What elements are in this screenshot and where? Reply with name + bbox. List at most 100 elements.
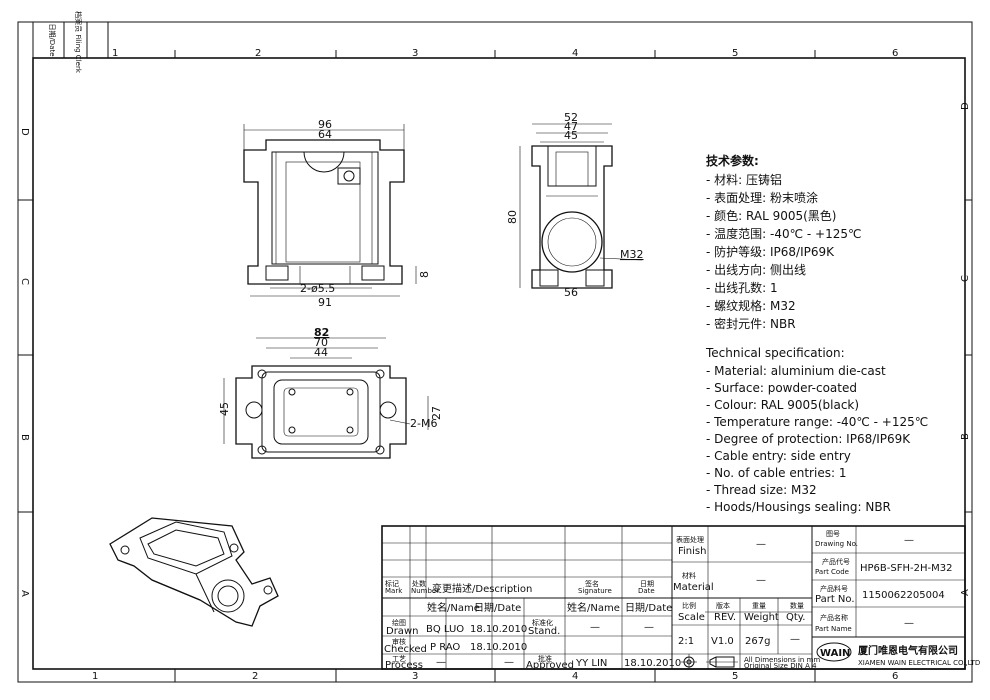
tb-part-no-cn: 产品料号 — [820, 584, 848, 593]
spec-en-line: - Hoods/Housings sealing: NBR — [706, 500, 891, 514]
tb-approved-cn: 批准 — [538, 654, 552, 663]
zone-top-3: 3 — [412, 48, 418, 59]
tb-scale-cn: 比例 — [682, 601, 696, 610]
tb-part-name-cn: 产品名称 — [820, 613, 848, 622]
tb-finish-en: Finish — [678, 546, 706, 557]
zone-left-d: D — [19, 128, 30, 136]
tb-checked-name: P RAO — [430, 642, 460, 653]
corner-filing: 档案员 Filing Clerk — [74, 11, 83, 74]
tb-qty-cn: 数量 — [790, 601, 804, 610]
tb-scale-en: Scale — [678, 612, 705, 623]
dim-front-64: 64 — [318, 128, 332, 141]
tb-name-col: 姓名/Name — [427, 601, 480, 614]
top-view: 82 70 44 45 27 2-M6 — [218, 326, 443, 459]
tb-number-en: Number — [411, 587, 439, 595]
zone-left-a: A — [19, 590, 30, 597]
dim-front-96: 96 — [318, 118, 332, 131]
zone-bottom-3: 3 — [412, 671, 418, 682]
dim-top-screws: 2-M6 — [410, 417, 437, 430]
wain-logo-icon: WAIN — [816, 642, 852, 662]
zone-bottom-1: 1 — [92, 671, 98, 682]
tb-company-cn: 厦门唯恩电气有限公司 — [858, 644, 958, 657]
tb-finish-cn: 表面处理 — [676, 535, 704, 544]
tb-dash-1: — — [590, 622, 600, 633]
dim-side-thread: M32 — [620, 248, 644, 261]
zone-right-c: C — [960, 275, 971, 282]
tb-rev-cn: 版本 — [716, 601, 730, 610]
spec-en-line: - Thread size: M32 — [706, 483, 817, 497]
zone-bottom-2: 2 — [252, 671, 258, 682]
zone-ticks — [18, 50, 972, 682]
zone-right-b: B — [960, 433, 971, 440]
tb-drawing-no-cn: 图号 — [826, 530, 840, 538]
dim-side-80: 80 — [506, 210, 519, 224]
tb-drawing-no-val: — — [904, 535, 914, 546]
tb-stand-en: Stand. — [528, 626, 560, 637]
tb-checked-en: Checked — [384, 644, 427, 655]
tb-drawn-cn: 绘图 — [392, 618, 406, 627]
tb-mark-cn: 标记 — [385, 579, 399, 588]
spec-en-title: Technical specification: — [705, 346, 845, 360]
spec-cn-block: 技术参数: - 材料: 压铸铝 - 表面处理: 粉末喷涂 - 颜色: RAL 9… — [706, 153, 861, 331]
spec-cn-line: - 出线方向: 侧出线 — [706, 262, 806, 277]
tb-rev-val: V1.0 — [711, 636, 734, 647]
tb-material-val: — — [756, 575, 766, 586]
iso-view — [109, 517, 279, 627]
tb-description: 变更描述/Description — [432, 582, 532, 595]
spec-cn-line: - 颜色: RAL 9005(黑色) — [706, 208, 836, 223]
tb-sig-en: Signature — [578, 587, 612, 595]
tb-approved-name: YY LIN — [575, 658, 607, 669]
tb-name-col2: 姓名/Name — [567, 601, 620, 614]
tb-weight-en: Weight — [744, 612, 779, 623]
tb-process-cn: 工艺 — [392, 655, 406, 663]
tb-dims-note-1: All Dimensions in mm — [744, 656, 820, 664]
tb-mark-en: Mark — [385, 587, 403, 595]
zone-bottom-5: 5 — [732, 671, 738, 682]
spec-en-line: - Temperature range: -40℃ - +125℃ — [706, 415, 928, 429]
dim-side-45: 45 — [564, 129, 578, 142]
tb-part-code-val: HP6B-SFH-2H-M32 — [860, 563, 952, 574]
dim-top-44: 44 — [314, 346, 328, 359]
tb-dims-note-2: Original Size DIN A 4 — [744, 662, 817, 670]
tb-part-name-val: — — [904, 618, 914, 629]
spec-en-line: - Colour: RAL 9005(black) — [706, 398, 859, 412]
spec-cn-line: - 密封元件: NBR — [706, 316, 796, 331]
zone-top-2: 2 — [255, 48, 261, 59]
spec-cn-line: - 材料: 压铸铝 — [706, 172, 782, 187]
tb-date-col: 日期/Date — [474, 602, 521, 614]
tb-weight-cn: 重量 — [752, 602, 766, 610]
zone-top-4: 4 — [572, 48, 578, 59]
tb-sig-cn: 签名 — [585, 579, 599, 588]
spec-en-line: - Degree of protection: IP68/IP69K — [706, 432, 911, 446]
tb-approved-en: Approved — [526, 660, 574, 671]
zone-top-6: 6 — [892, 48, 898, 59]
tb-dash-2: — — [644, 622, 654, 633]
spec-cn-line: - 表面处理: 粉末喷涂 — [706, 190, 818, 205]
dim-top-82: 82 — [314, 326, 329, 339]
side-view: M32 52 47 45 56 80 — [506, 111, 644, 299]
tb-stand-cn: 标准化 — [532, 618, 553, 627]
zone-top-5: 5 — [732, 48, 738, 59]
tb-date-col2: 日期/Date — [625, 602, 672, 614]
spec-en-block: Technical specification: - Material: alu… — [705, 346, 928, 514]
zone-top-1: 1 — [112, 48, 118, 59]
title-block: 标记 Mark 处数 Number 变更描述/Description 签名 Si… — [381, 525, 980, 671]
zone-bottom-4: 4 — [572, 671, 578, 682]
spec-en-line: - Cable entry: side entry — [706, 449, 851, 463]
spec-cn-title: 技术参数: — [706, 153, 759, 168]
corner-stamp: 日期/Date 档案员 Filing Clerk — [32, 11, 109, 74]
spec-en-line: - No. of cable entries: 1 — [706, 466, 846, 480]
tb-finish-val: — — [756, 539, 766, 550]
tb-dash-4: — — [504, 657, 514, 668]
tb-company-en: XIAMEN WAIN ELECTRICAL CO.,LTD — [858, 659, 980, 667]
spec-cn-line: - 螺纹规格: M32 — [706, 298, 796, 313]
tb-number-cn: 处数 — [412, 579, 426, 588]
dim-front-8: 8 — [418, 271, 431, 278]
tb-dash-3: — — [436, 657, 446, 668]
tb-material-en: Material — [673, 582, 714, 593]
tb-weight-val: 267g — [745, 636, 770, 647]
corner-date: 日期/Date — [48, 23, 56, 56]
spec-en-line: - Surface: powder-coated — [706, 381, 857, 395]
tb-part-no-en: Part No. — [815, 594, 855, 605]
